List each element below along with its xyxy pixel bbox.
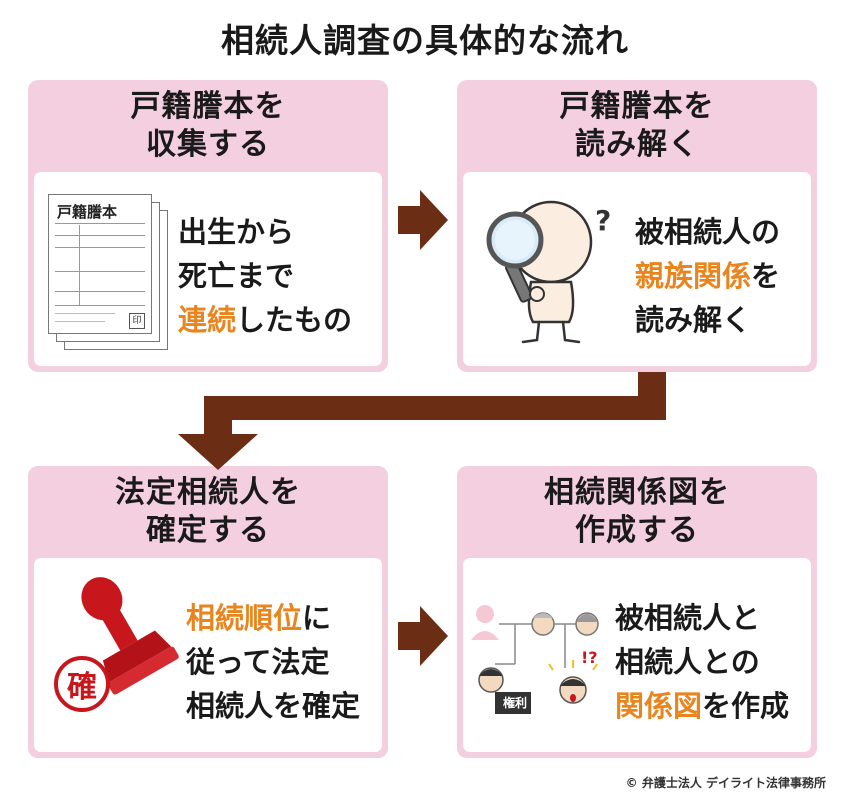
body-fragment: 被相続人の <box>635 215 781 249</box>
step-heading-line: 法定相続人を <box>115 475 301 510</box>
step-body: ? 被相続人の 親族関係を 読み解く <box>463 172 811 366</box>
body-line: 被相続人と <box>615 596 789 640</box>
step-card-diagram: 相続関係図を 作成する <box>457 466 817 758</box>
copyright-notice: © 弁護士法人 デイライト法律事務所 <box>625 776 826 790</box>
body-fragment: 被相続人と <box>615 601 761 635</box>
document-sheet: 戸籍謄本 印 <box>48 194 152 334</box>
body-fragment: 出生から <box>178 215 295 249</box>
body-line: 読み解く <box>635 298 780 342</box>
doc-rule <box>55 305 145 306</box>
step-heading: 戸籍謄本を 収集する <box>28 80 388 172</box>
body-highlight: 相続順位 <box>186 601 303 635</box>
step-card-read: 戸籍謄本を 読み解く ? 被相続人の 親族関係を 読み解く <box>457 80 817 372</box>
exclaim-icon: !? <box>581 648 598 667</box>
step-body: 権利 !? 被相続人と 相続人との 関係図を作成 <box>463 558 811 752</box>
step-heading: 戸籍謄本を 読み解く <box>457 80 817 172</box>
step-card-collect: 戸籍謄本を 収集する 戸籍謄本 印 出生から 死亡まで 連続した <box>28 80 388 372</box>
body-highlight: 親族関係 <box>635 259 752 293</box>
doc-rule <box>55 271 145 272</box>
body-line: 被相続人の <box>635 210 780 254</box>
arrow-right-icon <box>398 190 448 250</box>
question-mark-icon: ? <box>595 204 612 237</box>
step-body: 確 相続順位に 従って法定 相続人を確定 <box>34 558 382 752</box>
doc-rule <box>55 291 145 292</box>
body-fragment: 読み解く <box>635 303 752 337</box>
document-stamp: 印 <box>129 313 145 329</box>
doc-rule <box>55 313 115 314</box>
body-fragment: 相続人との <box>615 645 760 679</box>
step-heading-line: 戸籍謄本を <box>130 89 286 124</box>
body-line: 親族関係を <box>635 254 780 298</box>
body-fragment: を作成 <box>702 689 790 723</box>
body-fragment: したもの <box>236 303 353 337</box>
document-stack-icon: 戸籍謄本 印 <box>48 194 178 354</box>
family-tree-icon <box>471 605 599 714</box>
step-card-confirm: 法定相続人を 確定する 確 相続順位に 従って法定 相続人を確定 <box>28 466 388 758</box>
doc-rule <box>55 321 105 322</box>
step-body-text: 被相続人の 親族関係を 読み解く <box>635 210 780 342</box>
rights-sign-label: 権利 <box>502 696 527 710</box>
body-line: 出生から <box>178 210 352 254</box>
body-fragment: を <box>751 259 781 293</box>
body-highlight: 連続 <box>178 303 237 337</box>
doc-rule <box>79 225 80 305</box>
step-heading: 相続関係図を 作成する <box>457 466 817 558</box>
body-line: 相続順位に <box>186 596 360 640</box>
doc-rule <box>55 235 145 236</box>
elbow-arrow-icon <box>178 372 666 470</box>
step-heading-line: 読み解く <box>575 127 699 162</box>
step-heading: 法定相続人を 確定する <box>28 466 388 558</box>
body-line: 関係図を作成 <box>615 684 789 728</box>
seal-stamp-icon <box>81 577 179 695</box>
step-body: 戸籍謄本 印 出生から 死亡まで 連続したもの <box>34 172 382 366</box>
body-fragment: 死亡まで <box>178 259 295 293</box>
step-heading-line: 相続関係図を <box>544 475 730 510</box>
step-body-text: 出生から 死亡まで 連続したもの <box>178 210 352 342</box>
step-heading-line: 戸籍謄本を <box>559 89 715 124</box>
document-title: 戸籍謄本 <box>57 203 118 221</box>
step-heading-line: 収集する <box>146 127 270 162</box>
body-line: 連続したもの <box>178 298 352 342</box>
doc-rule <box>55 247 145 248</box>
body-line: 相続人との <box>615 640 789 684</box>
step-heading-line: 作成する <box>575 513 699 548</box>
step-body-text: 被相続人と 相続人との 関係図を作成 <box>615 596 789 728</box>
body-fragment: 相続人を確定 <box>186 689 361 723</box>
body-line: 相続人を確定 <box>186 684 360 728</box>
body-fragment: 従って法定 <box>186 645 330 679</box>
stamp-character: 確 <box>67 670 97 705</box>
step-body-text: 相続順位に 従って法定 相続人を確定 <box>186 596 360 728</box>
doc-rule <box>55 223 145 224</box>
page-title: 相続人調査の具体的な流れ <box>221 21 629 60</box>
stamp-impression-icon: 確 <box>54 656 110 712</box>
arrow-right-icon <box>398 606 448 666</box>
body-line: 死亡まで <box>178 254 352 298</box>
body-line: 従って法定 <box>186 640 360 684</box>
magnifier-person-icon <box>486 200 593 344</box>
body-fragment: に <box>302 601 332 635</box>
body-highlight: 関係図 <box>615 689 703 723</box>
step-heading-line: 確定する <box>146 513 270 548</box>
